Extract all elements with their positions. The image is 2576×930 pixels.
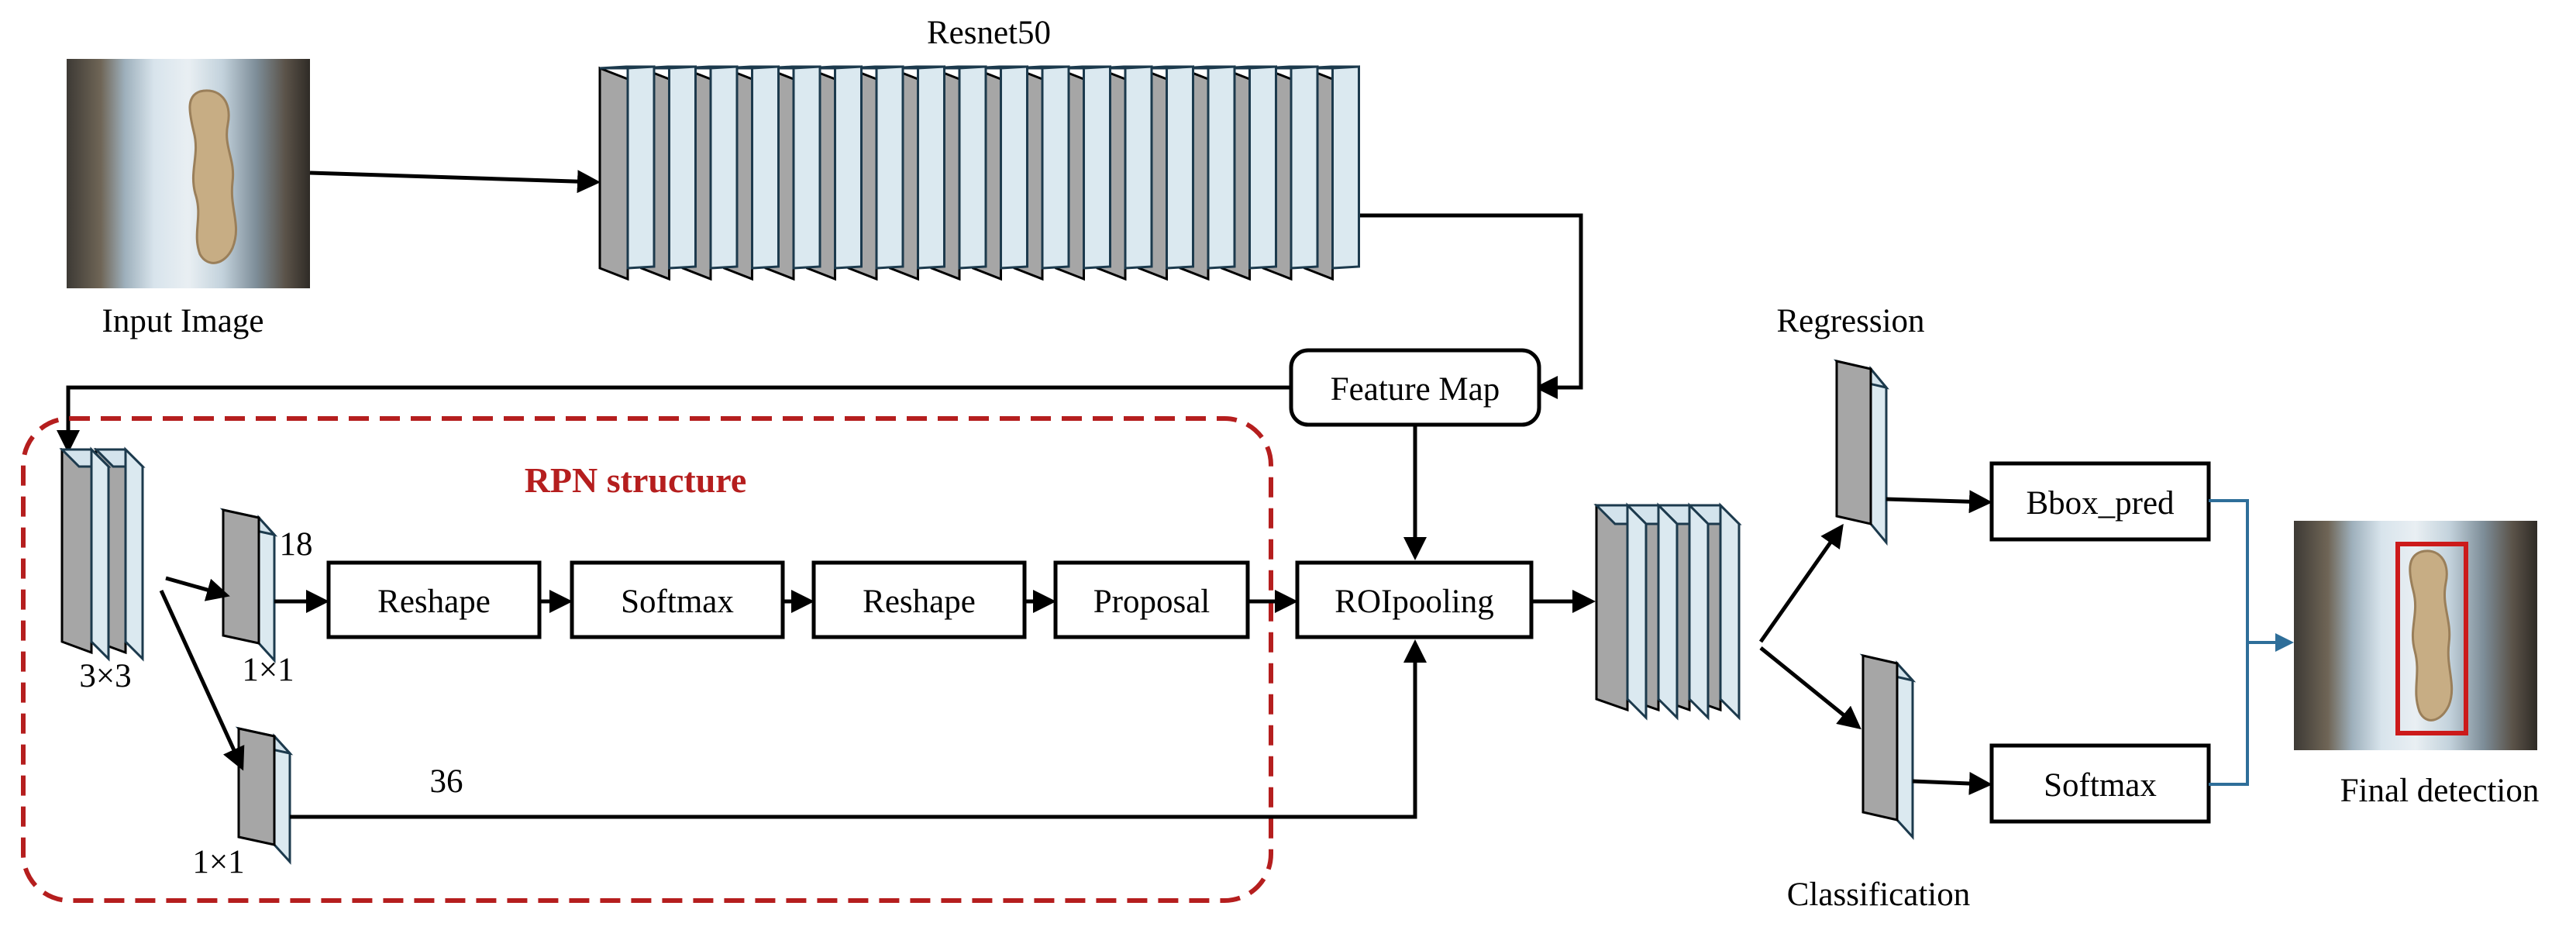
softmax-cls-box xyxy=(1989,743,2211,824)
final-detection-label: Final detection xyxy=(2340,773,2540,809)
resnet-plate-stack xyxy=(598,65,1360,281)
classification-plate xyxy=(1859,653,1917,840)
reshape-2-label: Reshape xyxy=(863,584,976,620)
conv-1x1-top-plate xyxy=(219,508,278,663)
pooled-plate xyxy=(1593,502,1649,721)
conv3x3-to-1x1-bottom-arrow xyxy=(159,589,245,771)
input-image xyxy=(67,59,310,288)
softmax-rpn-label: Softmax xyxy=(621,584,734,620)
softmax-rpn-box xyxy=(570,560,785,639)
classification-label: Classification xyxy=(1787,877,1970,913)
resnet-label: Resnet50 xyxy=(927,15,1051,51)
bbox-branch-to-roipooling-arrow xyxy=(290,639,1427,819)
feature-map-to-rpn-arrow xyxy=(57,385,1291,453)
conv3x3-to-1x1-top-arrow xyxy=(165,576,230,601)
bbox-pred-box xyxy=(1989,461,2211,542)
output-merge-bracket xyxy=(2209,499,2249,786)
channels-36-label: 36 xyxy=(430,763,463,800)
regression-plate xyxy=(1834,359,1889,546)
bbox-pred-label: Bbox_pred xyxy=(2026,485,2174,522)
input-image-label: Input Image xyxy=(102,303,264,339)
classification-to-softmax-arrow xyxy=(1912,771,1992,795)
roipooling-label: ROIpooling xyxy=(1334,584,1493,620)
pooled-feature-plates xyxy=(1593,502,1742,721)
rpn-conv-plate xyxy=(59,446,112,662)
roipooling-box xyxy=(1295,560,1534,639)
reshape-1-label: Reshape xyxy=(377,584,491,620)
channels-18-label: 18 xyxy=(280,526,313,563)
conv-1x1-top-label: 1×1 xyxy=(242,652,294,688)
fc-to-classification-arrow xyxy=(1759,646,1861,730)
resnet-to-feature-map-arrow xyxy=(1360,213,1583,399)
conv-3x3-label: 3×3 xyxy=(79,658,131,694)
rpn-3x3-conv-plates xyxy=(59,446,146,662)
rpn-structure-border xyxy=(21,416,1273,903)
detection-box xyxy=(2395,542,2468,735)
final-detection-image xyxy=(2294,521,2537,750)
conv-1x1-bottom-label: 1×1 xyxy=(192,844,244,880)
input-to-resnet-arrow xyxy=(309,170,601,194)
fc-to-regression-arrow xyxy=(1758,523,1844,643)
regression-label: Regression xyxy=(1776,303,1924,339)
regression-to-bbox-arrow xyxy=(1886,490,1992,514)
conv-1x1-bottom-plate xyxy=(235,726,294,865)
proposal-label: Proposal xyxy=(1093,584,1211,620)
rpn-structure-title: RPN structure xyxy=(525,460,747,500)
resnet-plate xyxy=(598,65,656,281)
feature-map-label: Feature Map xyxy=(1331,371,1500,408)
softmax-cls-label: Softmax xyxy=(2044,767,2157,804)
